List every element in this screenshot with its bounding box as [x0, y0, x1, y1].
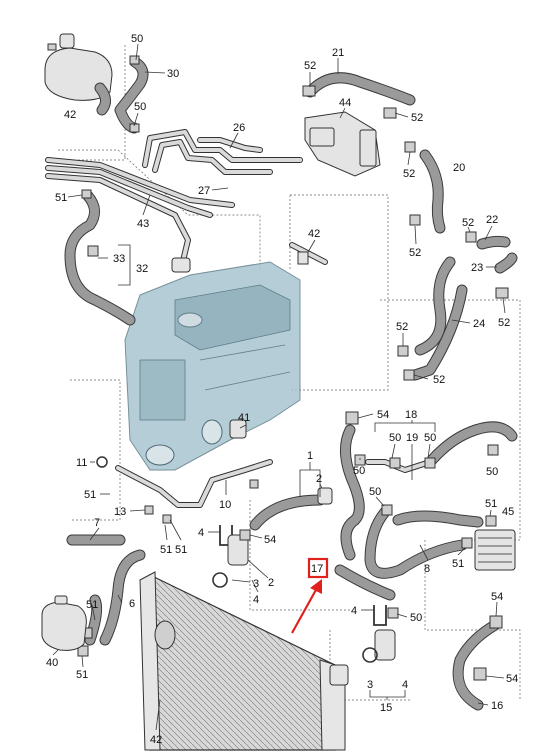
label-24: 24: [473, 318, 485, 330]
label-44: 44: [339, 97, 351, 109]
label-4-c: 4: [351, 605, 357, 617]
label-51-g: 51: [86, 599, 98, 611]
lower-middle-hoses: [249, 411, 518, 561]
label-4-a: 4: [198, 527, 204, 539]
label-51-a: 51: [55, 192, 67, 204]
label-51-b: 51: [84, 489, 96, 501]
upper-radiator-hoses: [302, 72, 446, 234]
label-3-b: 3: [367, 679, 373, 691]
label-51-h: 51: [76, 669, 88, 681]
label-32: 32: [136, 263, 148, 275]
radiator: [139, 571, 349, 751]
label-50-a: 50: [131, 33, 143, 45]
label-1: 1: [307, 450, 313, 462]
label-19: 19: [406, 432, 418, 444]
part-labels: 50 30 42 50 26 21 52 44 52 52 20 27 51 4…: [46, 33, 518, 746]
label-54-d: 54: [506, 673, 518, 685]
lower-coolant-pipe: [96, 419, 273, 524]
label-15: 15: [380, 702, 392, 714]
label-50-b: 50: [134, 101, 146, 113]
label-52-c: 52: [403, 168, 415, 180]
label-16: 16: [491, 700, 503, 712]
label-6: 6: [129, 598, 135, 610]
metal-pipe-assembly: [142, 129, 303, 175]
label-27: 27: [198, 185, 210, 197]
t-connector: [289, 242, 328, 265]
label-54-b: 54: [264, 534, 276, 546]
oil-cooler: [474, 529, 516, 571]
assembly-frames: [58, 45, 521, 701]
highlight-box-17: [307, 557, 329, 579]
label-51-c: 51: [485, 498, 497, 510]
label-52-g: 52: [396, 321, 408, 333]
leader-lines: [52, 43, 506, 731]
label-51-d: 51: [160, 544, 172, 556]
thermostat-parts-lower: [362, 605, 396, 663]
label-52-e: 52: [462, 217, 474, 229]
label-2: 2: [316, 473, 322, 485]
thermostat-housing: [304, 111, 381, 177]
label-51-e: 51: [175, 544, 187, 556]
label-42-b: 42: [308, 228, 320, 240]
label-22: 22: [486, 214, 498, 226]
label-26: 26: [233, 122, 245, 134]
label-52-f: 52: [498, 317, 510, 329]
label-50-c: 50: [389, 432, 401, 444]
tank-vent-hoses: [114, 55, 149, 134]
left-lower-hoses: [66, 534, 146, 657]
label-52-h: 52: [433, 374, 445, 386]
engine-block: [124, 261, 301, 471]
label-54-c: 54: [491, 591, 503, 603]
label-52-b: 52: [411, 112, 423, 124]
label-20: 20: [453, 162, 465, 174]
highlight-arrow-shaft: [291, 587, 318, 634]
label-50-d: 50: [424, 432, 436, 444]
label-42-c: 42: [150, 734, 162, 746]
label-51-f: 51: [452, 558, 464, 570]
label-41: 41: [238, 412, 250, 424]
label-45: 45: [502, 506, 514, 518]
left-heater-hose: [64, 189, 136, 326]
right-bypass-hoses: [397, 231, 518, 381]
label-4-d: 4: [402, 679, 408, 691]
label-17: 17: [311, 563, 323, 575]
label-3-a: 3: [253, 578, 259, 590]
label-30: 30: [167, 68, 179, 80]
thermostat-parts-middle: [212, 525, 251, 588]
label-52-d: 52: [409, 247, 421, 259]
label-43: 43: [137, 218, 149, 230]
label-50-e: 50: [353, 465, 365, 477]
label-18: 18: [405, 409, 417, 421]
label-42-a: 42: [64, 109, 76, 121]
right-lower-hose: [452, 615, 503, 711]
label-4-b: 4: [253, 594, 259, 606]
label-40: 40: [46, 657, 58, 669]
label-50-h: 50: [410, 612, 422, 624]
pipe-bundle: [45, 157, 235, 273]
expansion-tank-top: [44, 33, 113, 116]
label-13: 13: [114, 506, 126, 518]
label-54-a: 54: [377, 409, 389, 421]
highlight-arrow-head: [310, 579, 322, 594]
label-2-b: 2: [268, 577, 274, 589]
label-50-g: 50: [369, 486, 381, 498]
label-21: 21: [332, 47, 344, 59]
label-7: 7: [94, 517, 100, 529]
label-8: 8: [424, 563, 430, 575]
label-52-a: 52: [304, 60, 316, 72]
expansion-tank-bottom: [41, 595, 87, 651]
label-23: 23: [471, 262, 483, 274]
oil-cooler-hoses: [334, 504, 497, 619]
label-10: 10: [219, 499, 231, 511]
label-50-f: 50: [486, 466, 498, 478]
label-33: 33: [113, 253, 125, 265]
label-11: 11: [76, 457, 87, 469]
